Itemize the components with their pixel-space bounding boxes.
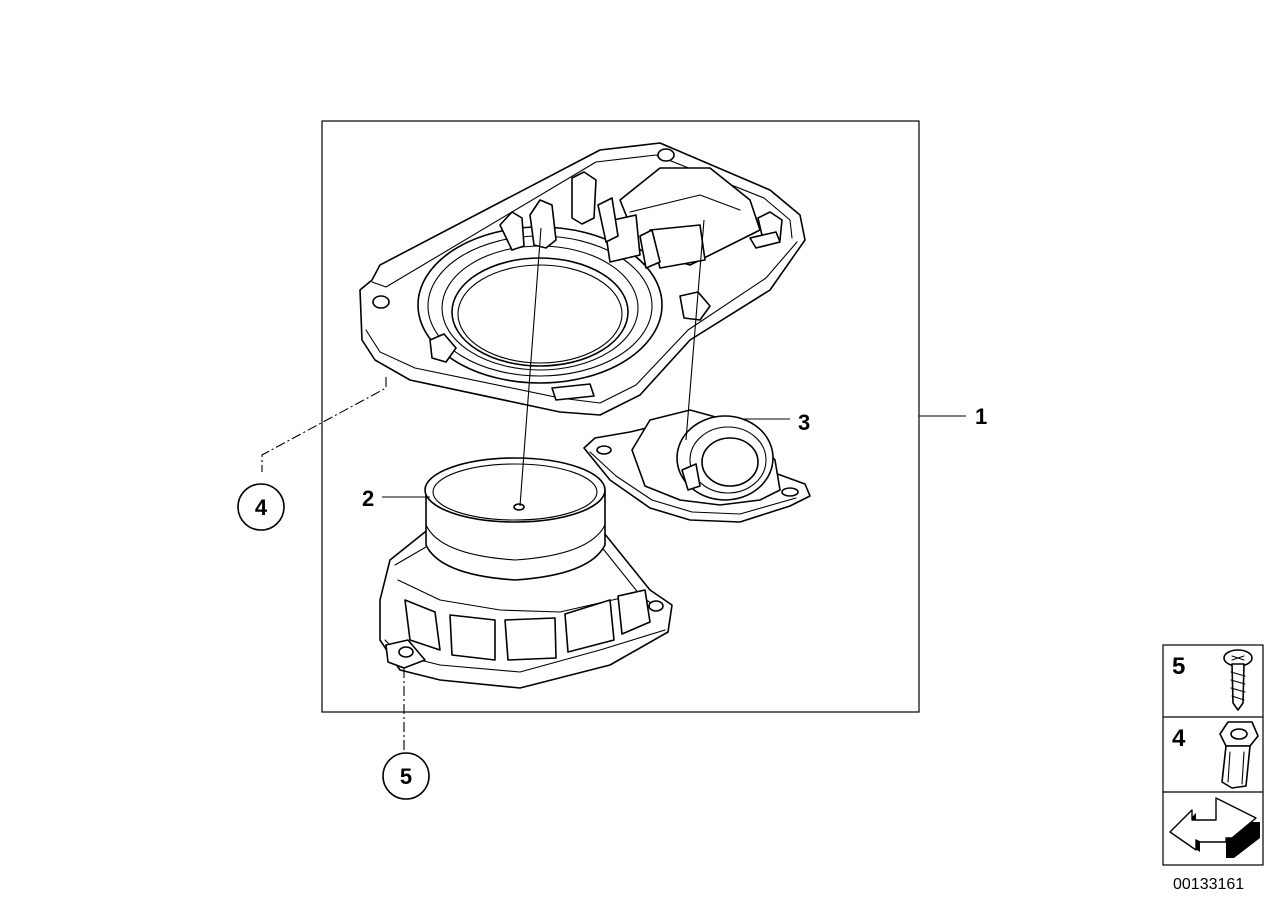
parts-legend: 5 4	[1162, 644, 1264, 866]
callout-circle-screw	[382, 752, 430, 800]
callout-circle-nut	[237, 483, 285, 531]
direction-arrow-icon	[1169, 797, 1260, 858]
callout-nut: 4	[255, 495, 268, 520]
callout-kit: 1	[975, 404, 987, 429]
legend-screw-label: 5	[1172, 653, 1185, 680]
assembly-axis-speaker	[519, 227, 542, 507]
callout-speaker: 2	[362, 486, 374, 511]
document-id: 00133161	[1173, 876, 1244, 893]
legend-nut-label: 4	[1172, 725, 1186, 752]
speaker-icon	[379, 457, 673, 689]
spire-nut-icon	[1219, 721, 1259, 789]
callout-screw: 5	[400, 764, 412, 789]
screw-icon	[1223, 649, 1253, 711]
assembly-axis-tweeter	[685, 219, 705, 441]
leader-nut	[261, 377, 387, 472]
tweeter-adapter-icon	[583, 409, 811, 523]
speaker-housing-icon	[359, 142, 806, 416]
callout-adapter: 3	[798, 410, 810, 435]
